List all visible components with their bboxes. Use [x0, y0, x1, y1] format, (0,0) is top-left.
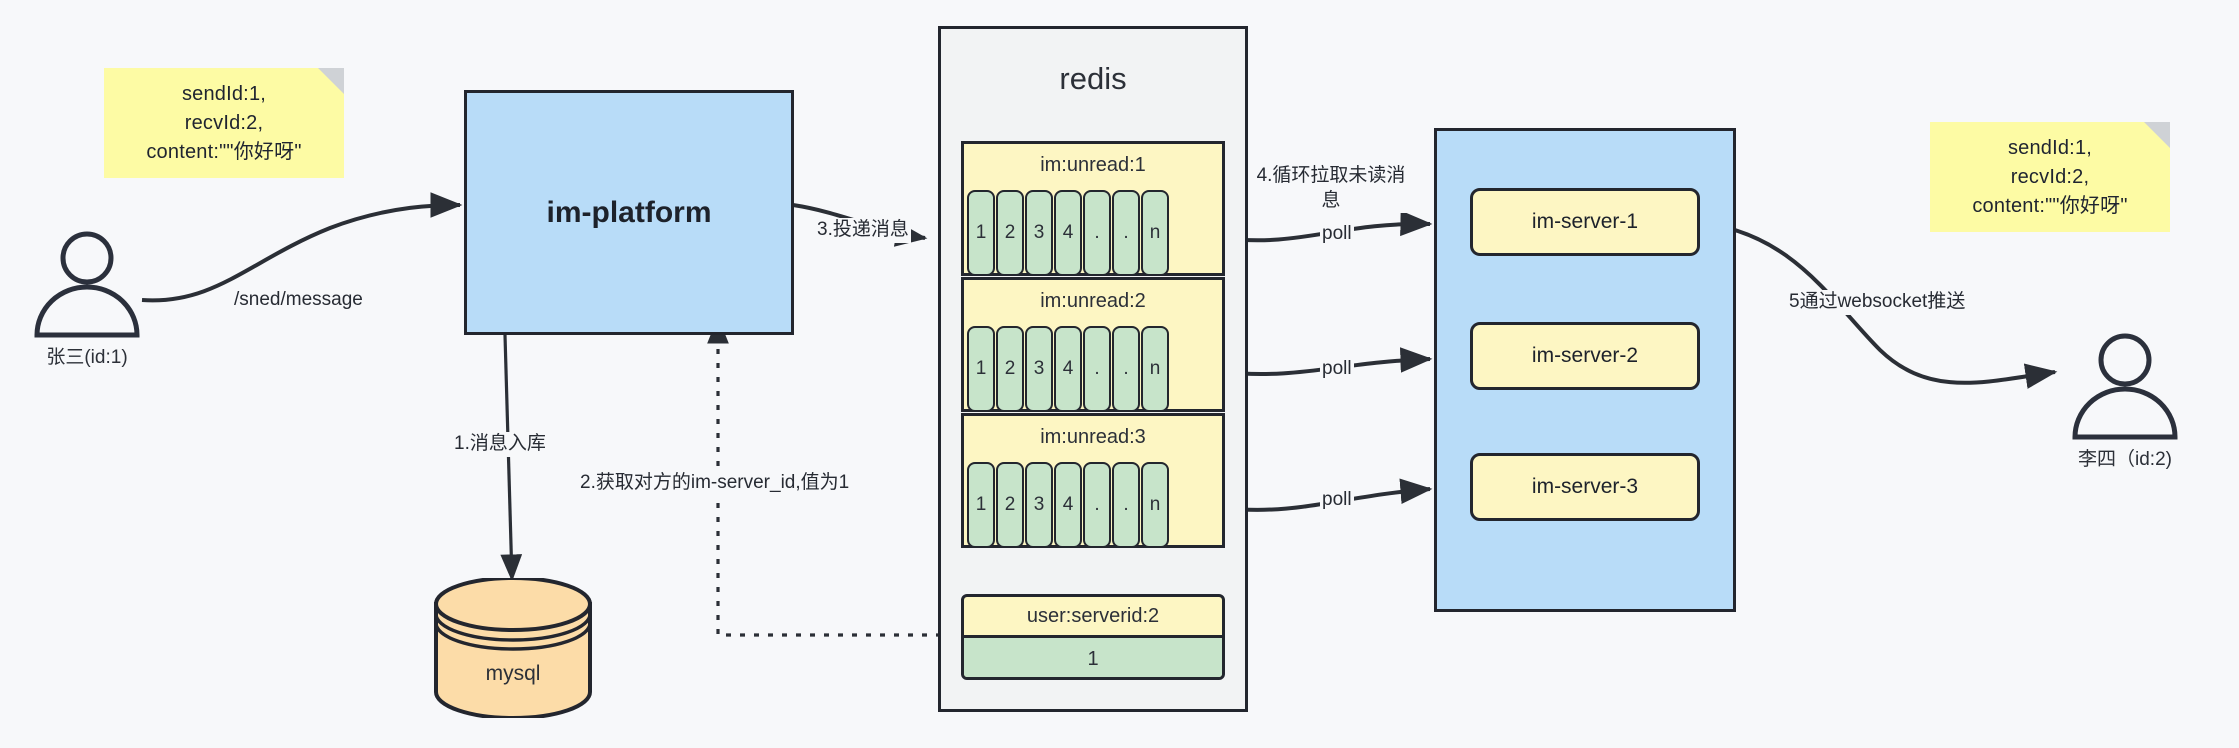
kv-key: user:serverid:2 — [964, 597, 1222, 638]
database-cylinder-icon: mysql — [434, 576, 592, 720]
queue-cell: n — [1141, 326, 1169, 412]
queue-cell: 2 — [996, 190, 1024, 276]
queue-cell: 4 — [1054, 462, 1082, 548]
edge-label-send-message: /sned/message — [232, 288, 365, 313]
queue-cell: 2 — [996, 326, 1024, 412]
im-server-3-label: im-server-3 — [1531, 475, 1639, 498]
queue-2-key: im:unread:2 — [1040, 290, 1146, 312]
person-icon — [2072, 333, 2178, 440]
queue-cell: n — [1141, 462, 1169, 548]
im-platform-label: im-platform — [546, 195, 712, 229]
queue-cell: 4 — [1054, 326, 1082, 412]
queue-1-key: im:unread:1 — [1040, 154, 1146, 176]
actor-receiver-caption: 李四（id:2) — [2078, 449, 2172, 470]
im-server-2-label: im-server-2 — [1531, 344, 1639, 367]
mysql-label: mysql — [486, 662, 541, 685]
actor-sender: 张三(id:1) — [22, 230, 152, 368]
queue-1-cells: 1 2 3 4 . . n — [967, 190, 1170, 276]
im-platform-box[interactable]: im-platform — [464, 90, 794, 335]
sticky-note-right: sendId:1, recvId:2, content:""你好呀" — [1930, 122, 2170, 232]
sticky-note-right-text: sendId:1, recvId:2, content:""你好呀" — [1972, 136, 2128, 217]
sticky-note-left-text: sendId:1, recvId:2, content:""你好呀" — [146, 82, 302, 163]
queue-cell: 3 — [1025, 326, 1053, 412]
queue-cell: . — [1112, 326, 1140, 412]
im-server-1-box[interactable]: im-server-1 — [1470, 188, 1700, 256]
sticky-fold-icon — [318, 68, 344, 94]
redis-queue-im-unread-3[interactable]: im:unread:3 1 2 3 4 . . n — [961, 413, 1225, 548]
queue-cell: n — [1141, 190, 1169, 276]
redis-kv-user-serverid[interactable]: user:serverid:2 1 — [961, 594, 1225, 680]
edge-label-step5: 5通过websocket推送 — [1787, 290, 1968, 315]
queue-3-key: im:unread:3 — [1040, 426, 1146, 448]
im-server-2-box[interactable]: im-server-2 — [1470, 322, 1700, 390]
edge-sender-to-platform — [141, 192, 463, 303]
redis-queue-im-unread-1[interactable]: im:unread:1 1 2 3 4 . . n — [961, 141, 1225, 276]
queue-cell: . — [1112, 462, 1140, 548]
queue-cell: . — [1083, 190, 1111, 276]
im-servers-container[interactable]: im-server-1 im-server-2 im-server-3 — [1434, 128, 1736, 612]
queue-cell: . — [1083, 462, 1111, 548]
queue-cell: 4 — [1054, 190, 1082, 276]
queue-cell: 3 — [1025, 190, 1053, 276]
redis-queue-im-unread-2[interactable]: im:unread:2 1 2 3 4 . . n — [961, 277, 1225, 412]
edge-label-step3: 3.投递消息 — [815, 218, 911, 243]
sticky-fold-icon — [2144, 122, 2170, 148]
edge-platform-to-mysql — [500, 334, 523, 582]
queue-cell: 2 — [996, 462, 1024, 548]
edge-label-poll-1: poll — [1320, 222, 1354, 247]
edge-label-step1: 1.消息入库 — [452, 432, 548, 457]
mysql-database[interactable]: mysql — [428, 576, 598, 720]
queue-cell: . — [1083, 326, 1111, 412]
actor-sender-caption: 张三(id:1) — [46, 347, 128, 368]
im-server-1-label: im-server-1 — [1531, 210, 1639, 233]
queue-3-cells: 1 2 3 4 . . n — [967, 462, 1170, 548]
sticky-note-left: sendId:1, recvId:2, content:""你好呀" — [104, 68, 344, 178]
queue-cell: 1 — [967, 326, 995, 412]
queue-cell: 3 — [1025, 462, 1053, 548]
edge-label-poll-2: poll — [1320, 357, 1354, 382]
edge-label-step2: 2.获取对方的im-server_id,值为1 — [578, 471, 852, 496]
person-icon — [34, 231, 140, 338]
actor-receiver: 李四（id:2) — [2060, 332, 2190, 470]
im-server-3-box[interactable]: im-server-3 — [1470, 453, 1700, 521]
queue-cell: . — [1112, 190, 1140, 276]
queue-cell: 1 — [967, 462, 995, 548]
redis-title: redis — [1059, 61, 1127, 96]
queue-2-cells: 1 2 3 4 . . n — [967, 326, 1170, 412]
edge-label-poll-3: poll — [1320, 488, 1354, 513]
queue-cell: 1 — [967, 190, 995, 276]
kv-value: 1 — [964, 638, 1222, 677]
edge-label-step4: 4.循环拉取未读消息 — [1254, 164, 1408, 214]
